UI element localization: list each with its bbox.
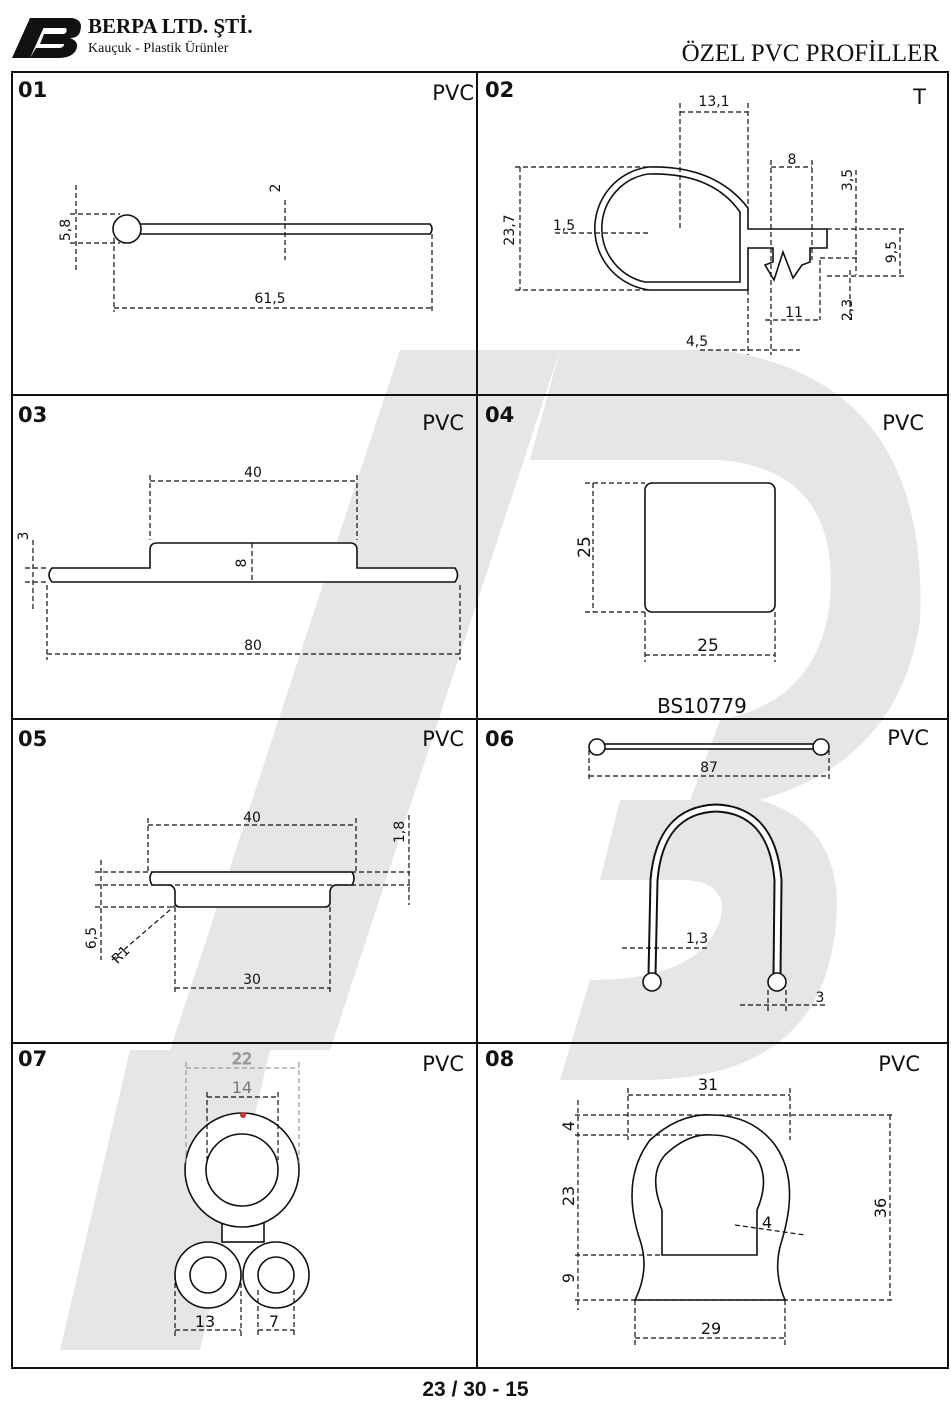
panel-material: PVC	[887, 726, 929, 750]
dimension-label: 40	[244, 465, 262, 481]
dimension-label: 6,5	[84, 927, 100, 949]
panel-material: PVC	[422, 1052, 464, 1076]
dimension-label: 30	[243, 972, 261, 988]
profile-06: 87 1,3 3	[588, 738, 830, 1012]
company-logo	[12, 18, 81, 58]
profile-02: 13,1 23,7 1,5 8 3,5 9,5 2,3 11 4,5	[502, 94, 905, 355]
dimension-label: 4	[762, 1213, 772, 1232]
dimension-label: 25	[575, 536, 595, 558]
panel-grid	[11, 71, 949, 1369]
page-number: 23 / 30 - 15	[422, 1378, 529, 1401]
panel-number: 05	[18, 727, 47, 751]
dimension-label: 23	[559, 1186, 578, 1206]
dimension-label: 4	[559, 1121, 578, 1131]
dimension-label: 9	[559, 1273, 578, 1283]
company-subtitle: Kauçuk - Plastik Ürünler	[88, 41, 229, 56]
dimension-label: 3,5	[840, 169, 856, 191]
dimension-label: 1,3	[686, 931, 708, 947]
profile-03: 40 80 3 8	[16, 465, 461, 660]
panel-number: 08	[485, 1047, 514, 1071]
panel-number: 04	[485, 403, 514, 427]
dimension-label: 40	[243, 810, 261, 826]
panel-material: PVC	[878, 1052, 920, 1076]
panel-number: 01	[18, 78, 47, 102]
panel-number: 06	[485, 727, 514, 751]
dimension-label: 9,5	[884, 241, 900, 263]
dimension-label: 80	[244, 638, 262, 654]
profile-04: 25 25 BS10779	[575, 482, 776, 718]
panel-material: PVC	[882, 411, 924, 435]
standard-code: BS10779	[657, 694, 747, 718]
panel-material: T	[912, 85, 926, 109]
profile-01: 5,8 2 61,5	[58, 184, 433, 312]
dimension-label: 11	[785, 305, 803, 321]
dimension-label: 7	[269, 1312, 279, 1331]
dimension-label: 14	[232, 1078, 252, 1097]
panel-number: 02	[485, 78, 514, 102]
dimension-label: 3	[16, 532, 32, 541]
dimension-label: 8	[234, 559, 250, 568]
dimension-label: 8	[788, 152, 797, 168]
panel-material: PVC	[422, 727, 464, 751]
dimension-label: 13,1	[698, 94, 729, 110]
dimension-label: 22	[232, 1049, 252, 1068]
dimension-label: 61,5	[254, 291, 285, 307]
dimension-label: 87	[700, 760, 718, 776]
dimension-label: 5,8	[58, 219, 74, 241]
dimension-label: 2,3	[840, 299, 856, 321]
panel-number: 07	[18, 1047, 47, 1071]
dimension-label: 29	[701, 1319, 721, 1338]
watermark-logo	[60, 350, 921, 1350]
dimension-label: R1	[109, 943, 133, 967]
dimension-label: 1,8	[392, 821, 408, 843]
dimension-label: 2	[268, 184, 284, 193]
company-name: BERPA LTD. ŞTİ.	[88, 14, 253, 38]
dimension-label: 3	[816, 990, 825, 1006]
panel-material: PVC	[422, 411, 464, 435]
dimension-label: 23,7	[502, 214, 518, 245]
profile-07: 22 14 13 7	[174, 1049, 310, 1336]
panel-material: PVC	[432, 81, 474, 105]
dimension-label: 25	[697, 636, 719, 656]
dimension-label: 36	[871, 1198, 890, 1218]
dimension-label: 13	[195, 1312, 215, 1331]
panel-number: 03	[18, 403, 47, 427]
profile-08: 31 4 23 9 36 4 29	[559, 1075, 895, 1345]
dimension-label: 4,5	[686, 334, 708, 350]
dimension-label: 1,5	[553, 218, 575, 234]
dimension-label: 31	[698, 1075, 718, 1094]
page-title: ÖZEL PVC PROFİLLER	[681, 40, 939, 67]
